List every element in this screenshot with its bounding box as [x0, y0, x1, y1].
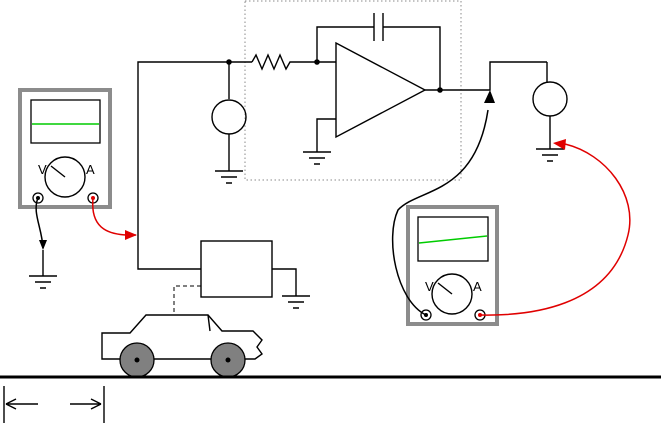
left-multimeter: V A	[20, 90, 110, 207]
resistor-icon	[252, 55, 317, 69]
noninverting-wire	[317, 119, 336, 152]
ground-icon	[29, 276, 57, 288]
ground-icon	[215, 171, 243, 183]
ground-icon	[303, 152, 331, 164]
feedback-left-wire	[317, 27, 374, 62]
car-hub-rear	[226, 358, 231, 363]
output-wire	[425, 62, 547, 90]
voltage-source-icon	[533, 82, 567, 116]
left-black-probe-tip	[39, 240, 47, 250]
ground-icon	[536, 149, 564, 161]
left-meter-amp-label: A	[86, 162, 95, 177]
input-wire	[138, 62, 229, 240]
right-red-lead	[480, 144, 630, 315]
voltage-source-icon	[212, 100, 246, 134]
car-hub-front	[135, 358, 140, 363]
sensor-box	[201, 241, 272, 297]
right-multimeter: V A	[408, 207, 497, 324]
mechanical-link	[174, 286, 201, 314]
right-meter-amp-label: A	[473, 279, 482, 294]
sensor-signal-wire	[138, 240, 201, 269]
right-meter-volt-label: V	[425, 279, 434, 294]
feedback-right-wire	[383, 27, 440, 90]
opamp-icon	[336, 43, 425, 137]
sensor-ground-wire	[272, 269, 296, 296]
ground-icon	[282, 296, 310, 308]
left-red-probe-tip	[125, 230, 137, 240]
left-meter-volt-label: V	[38, 162, 47, 177]
left-meter-display	[31, 100, 100, 143]
car-icon	[102, 315, 262, 377]
right-black-probe-tip	[484, 90, 495, 103]
